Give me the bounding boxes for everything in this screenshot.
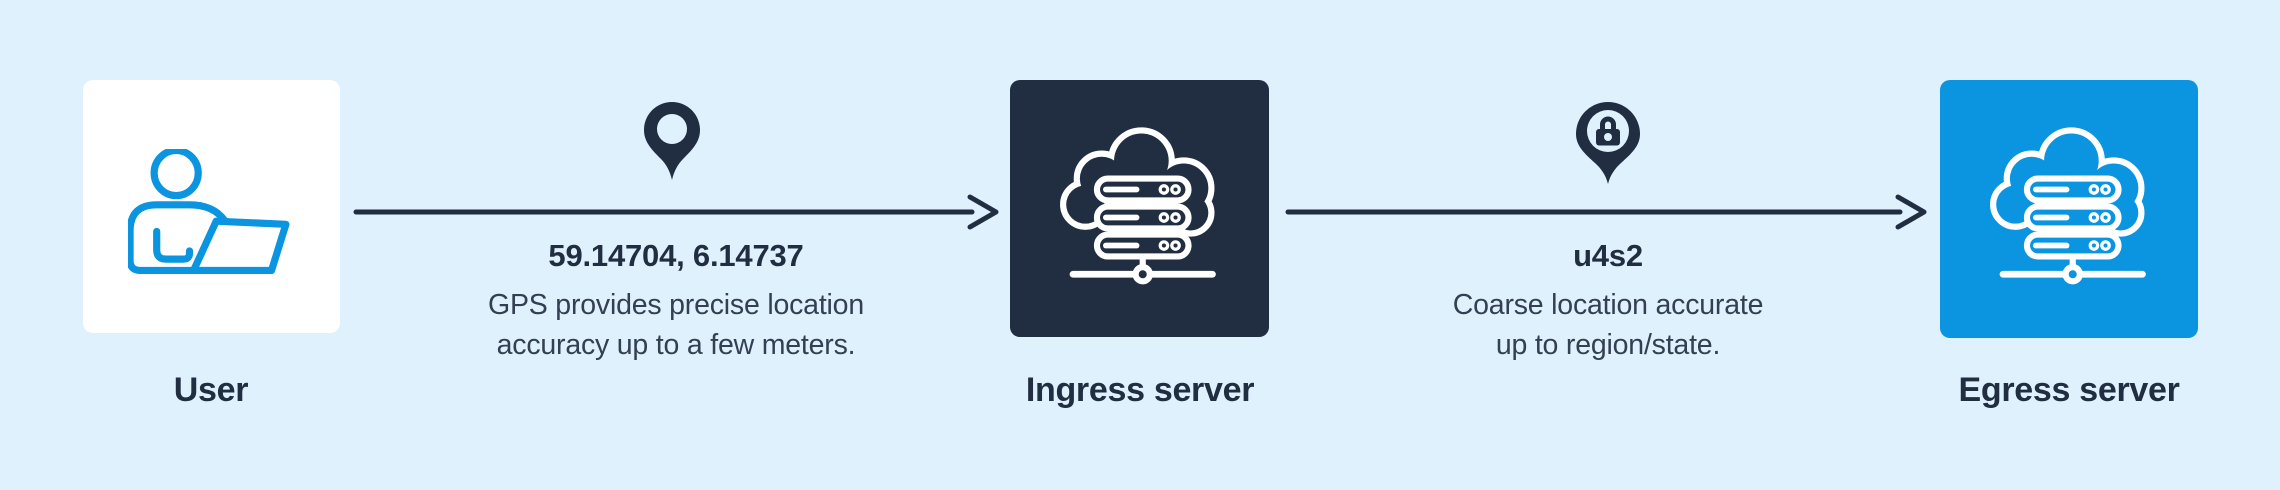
cloud-server-icon bbox=[1060, 127, 1216, 285]
egress-node-card bbox=[1940, 80, 2198, 338]
location-pin-lock-icon bbox=[1576, 102, 1640, 184]
coarse-description-line-2: up to region/state. bbox=[1495, 329, 1721, 361]
gps-description-line-2: accuracy up to a few meters. bbox=[496, 329, 856, 361]
arrow-user-to-ingress bbox=[353, 194, 999, 230]
edge-annotation-gps: 59.14704, 6.14737 GPS provides precise l… bbox=[396, 238, 956, 365]
egress-node-label: Egress server bbox=[1958, 371, 2180, 409]
coarse-description-line-1: Coarse location accurate bbox=[1452, 289, 1764, 321]
ingress-node-label: Ingress server bbox=[1025, 371, 1255, 409]
user-node-label: User bbox=[173, 371, 249, 409]
cloud-server-icon bbox=[1990, 127, 2146, 285]
user-at-laptop-icon bbox=[128, 149, 290, 275]
geohash-text: u4s2 bbox=[1573, 238, 1643, 273]
gps-description-line-1: GPS provides precise location bbox=[488, 289, 864, 321]
location-pin-icon bbox=[644, 102, 700, 180]
user-node-card bbox=[83, 80, 340, 333]
ingress-node-card bbox=[1010, 80, 1269, 337]
gps-coordinates-text: 59.14704, 6.14737 bbox=[548, 238, 804, 273]
arrow-ingress-to-egress bbox=[1285, 194, 1927, 230]
edge-annotation-coarse: u4s2 Coarse location accurate up to regi… bbox=[1328, 238, 1888, 365]
